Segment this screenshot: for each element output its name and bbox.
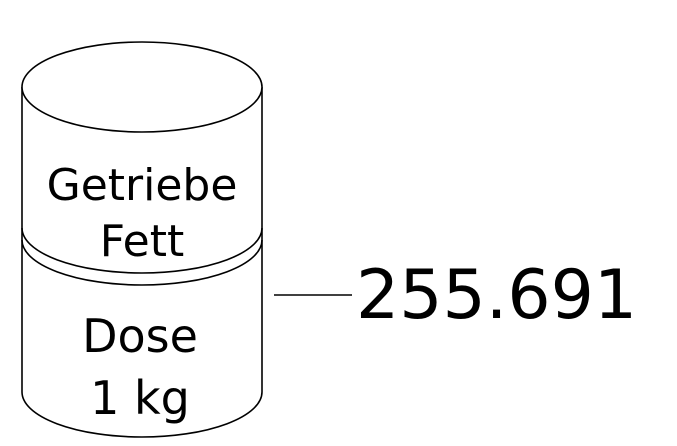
part-number: 255.691 <box>356 256 637 335</box>
can-seam-lower <box>21 239 263 286</box>
can-lower-label-line2: 1 kg <box>90 371 190 425</box>
can-seam-upper <box>21 227 263 274</box>
can-lower-label-line1: Dose <box>82 309 198 363</box>
can-upper-label-line2: Fett <box>100 216 184 267</box>
can-upper-label-line1: Getriebe <box>47 160 238 211</box>
can-lid <box>21 41 263 133</box>
can-bottom-edge <box>21 391 263 438</box>
can-body <box>21 87 263 438</box>
